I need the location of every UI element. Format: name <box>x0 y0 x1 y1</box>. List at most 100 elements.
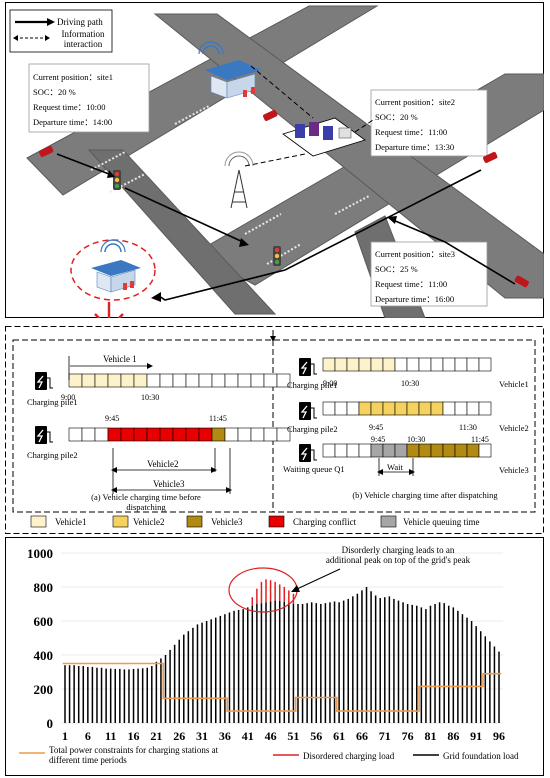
x-tick-label: 21 <box>150 729 162 743</box>
legend-swatch-conflict <box>268 515 285 528</box>
right-queue-vehicle: Vehicle3 <box>499 465 529 475</box>
left-pile1-cell <box>198 373 213 388</box>
right-pile2-end: 11:30 <box>459 423 477 432</box>
right-pile1-start: 9:00 <box>323 379 337 388</box>
right-pile2-cell <box>478 401 492 416</box>
legend-constraint: Total power constraints for charging sta… <box>49 745 219 765</box>
car-icons <box>39 109 529 288</box>
x-tick-label: 86 <box>447 729 459 743</box>
road-south-branch <box>87 149 277 315</box>
site2-soc: SOC：20 % <box>375 112 418 122</box>
left-pile2-cell <box>185 427 200 442</box>
right-queue-cell <box>370 443 384 458</box>
left-pile2-cell <box>237 427 252 442</box>
x-tick-label: 6 <box>85 729 91 743</box>
right-pile2-cell <box>322 401 336 416</box>
legend-vehicle2: Vehicle2 <box>133 517 165 527</box>
x-tick-label: 31 <box>196 729 208 743</box>
left-pile2-cell <box>224 427 239 442</box>
x-tick-label: 91 <box>470 729 482 743</box>
y-tick-label: 200 <box>34 682 54 697</box>
x-tick-label: 56 <box>310 729 322 743</box>
right-queue-cell <box>322 443 336 458</box>
right-pile1-timeline <box>322 357 492 372</box>
site2-position: Current position：site2 <box>375 97 455 107</box>
left-pile2-cell <box>120 427 135 442</box>
x-tick-label: 71 <box>379 729 391 743</box>
x-tick-label: 46 <box>265 729 277 743</box>
x-tick-label: 16 <box>128 729 140 743</box>
right-pile1-cell <box>478 357 492 372</box>
x-tick-label: 41 <box>242 729 254 743</box>
left-pile2-label: Charging pile2 <box>27 450 78 460</box>
traffic-light-1-icon <box>113 170 121 190</box>
charging-schedule-panel: Charging pile1 Vehicle 1 9:00 10:30 Char… <box>5 326 544 534</box>
charger-icon <box>35 426 53 444</box>
right-queue-cell <box>430 443 444 458</box>
y-tick-label: 800 <box>34 580 54 595</box>
site3-departure-time: Departure time：16:00 <box>375 294 454 304</box>
right-queue-cell <box>454 443 468 458</box>
legend-swatch-vehicle1 <box>30 515 47 528</box>
left-pile1-cell <box>250 373 265 388</box>
car-road-icon <box>263 109 278 121</box>
left-pile2-cell <box>68 427 83 442</box>
site3-request-time: Request time：11:00 <box>375 279 447 289</box>
left-pile2-cell <box>172 427 187 442</box>
right-pile2-cell <box>466 401 480 416</box>
charging-station-top-icon <box>198 41 261 99</box>
driving-paths <box>56 153 516 302</box>
x-tick-label: 11 <box>105 729 116 743</box>
grid-foundation-load-bars <box>64 587 500 723</box>
right-pile1-cell <box>334 357 348 372</box>
site2-request-time: Request time：11:00 <box>375 127 447 137</box>
right-queue-cell <box>466 443 480 458</box>
right-queue-cell <box>478 443 492 458</box>
right-queue-cell <box>406 443 420 458</box>
left-caption: (a) Vehicle charging time before dispatc… <box>91 492 201 512</box>
chart-gridlines <box>61 552 503 724</box>
left-pile1-cell <box>159 373 174 388</box>
right-queue-wait: Wait <box>387 462 403 472</box>
right-queue-cell <box>394 443 408 458</box>
right-pile2-start: 9:45 <box>369 423 383 432</box>
legend-vehicle1: Vehicle1 <box>55 517 87 527</box>
site1-request-time: Request time：10:00 <box>33 102 105 112</box>
right-queue-label: Waiting queue Q1 <box>283 464 345 474</box>
left-pile1-cell <box>263 373 278 388</box>
right-pile1-cell <box>418 357 432 372</box>
right-queue-cell <box>334 443 348 458</box>
y-tick-label: 600 <box>34 614 54 629</box>
left-pile2-cell <box>198 427 213 442</box>
x-tick-label: 36 <box>219 729 231 743</box>
right-pile1-end: 10:30 <box>401 379 419 388</box>
chart-annotation: Disorderly charging leads to an addition… <box>325 545 471 565</box>
legend-swatch-vehicle2 <box>112 515 129 528</box>
right-pile1-cell <box>370 357 384 372</box>
charger-icon <box>299 402 317 420</box>
right-pile1-label: Charging pile1 <box>287 380 338 390</box>
left-pile1-cell <box>107 373 122 388</box>
right-pile2-timeline <box>322 401 492 416</box>
right-caption: (b) Vehicle charging time after dispatch… <box>352 490 498 500</box>
left-pile1-timeline <box>68 373 291 388</box>
x-tick-label: 26 <box>173 729 185 743</box>
right-pile2-cell <box>346 401 360 416</box>
car-site1-icon <box>39 145 54 157</box>
x-tick-label: 51 <box>287 729 299 743</box>
x-tick-label: 61 <box>333 729 345 743</box>
right-pile2-cell <box>394 401 408 416</box>
charger-icon <box>299 358 317 376</box>
left-pile2-start: 9:45 <box>105 414 119 423</box>
right-pile1-cell <box>382 357 396 372</box>
site2-departure-time: Departure time：13:30 <box>375 142 454 152</box>
right-queue-t1: 9:45 <box>371 435 385 444</box>
x-tick-label: 81 <box>424 729 436 743</box>
legend-queue: Vehicle queuing time <box>403 517 479 527</box>
charger-icon <box>299 444 317 462</box>
site3-position: Current position：site3 <box>375 249 455 259</box>
site3-info-box: Current position：site3 SOC：25 % Request … <box>370 241 488 307</box>
right-pile2-cell <box>406 401 420 416</box>
right-pile1-cell <box>466 357 480 372</box>
